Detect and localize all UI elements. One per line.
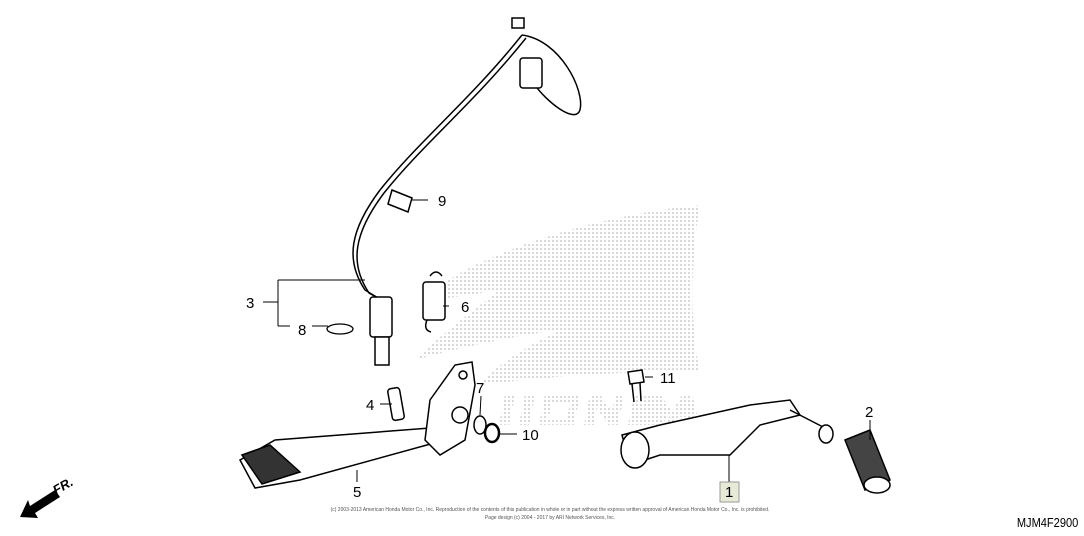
callout-10[interactable]: 10 (522, 427, 539, 444)
callout-11[interactable]: 11 (660, 370, 676, 387)
copyright-line-1: (c) 2003-2013 American Honda Motor Co., … (330, 507, 770, 513)
callout-1[interactable]: 1 (725, 484, 733, 501)
callout-5[interactable]: 5 (353, 484, 361, 501)
leader-lines (263, 199, 871, 482)
clip-10 (483, 422, 501, 444)
callout-7[interactable]: 7 (476, 380, 484, 397)
bolt-11 (627, 369, 645, 403)
callout-2[interactable]: 2 (865, 404, 873, 421)
callout-8[interactable]: 8 (298, 322, 306, 339)
copyright-line-2: Page design (c) 2004 - 2017 by ARI Netwo… (484, 515, 616, 521)
brake-pedal (238, 361, 476, 489)
callout-3[interactable]: 3 (246, 295, 254, 312)
diagram-code: MJM4F2900 (1016, 515, 1078, 530)
clip-8 (326, 323, 354, 335)
callout-4[interactable]: 4 (366, 397, 374, 414)
callout-1-highlight-box (719, 481, 740, 503)
callout-6[interactable]: 6 (461, 299, 469, 316)
front-direction-arrow: FR. (20, 474, 76, 518)
switch-harness (352, 17, 582, 366)
washer-7 (473, 415, 487, 435)
copyright-notice: (c) 2003-2013 American Honda Motor Co., … (280, 506, 820, 522)
gearshift-pedal (620, 399, 834, 469)
callout-labels: 1 2 3 4 5 6 7 8 9 10 11 (246, 193, 873, 503)
callout-9[interactable]: 9 (438, 193, 446, 210)
spring-6 (422, 271, 446, 333)
spring-4 (387, 386, 405, 422)
shift-rubber-2 (844, 429, 891, 494)
honda-wordmark (499, 395, 700, 425)
